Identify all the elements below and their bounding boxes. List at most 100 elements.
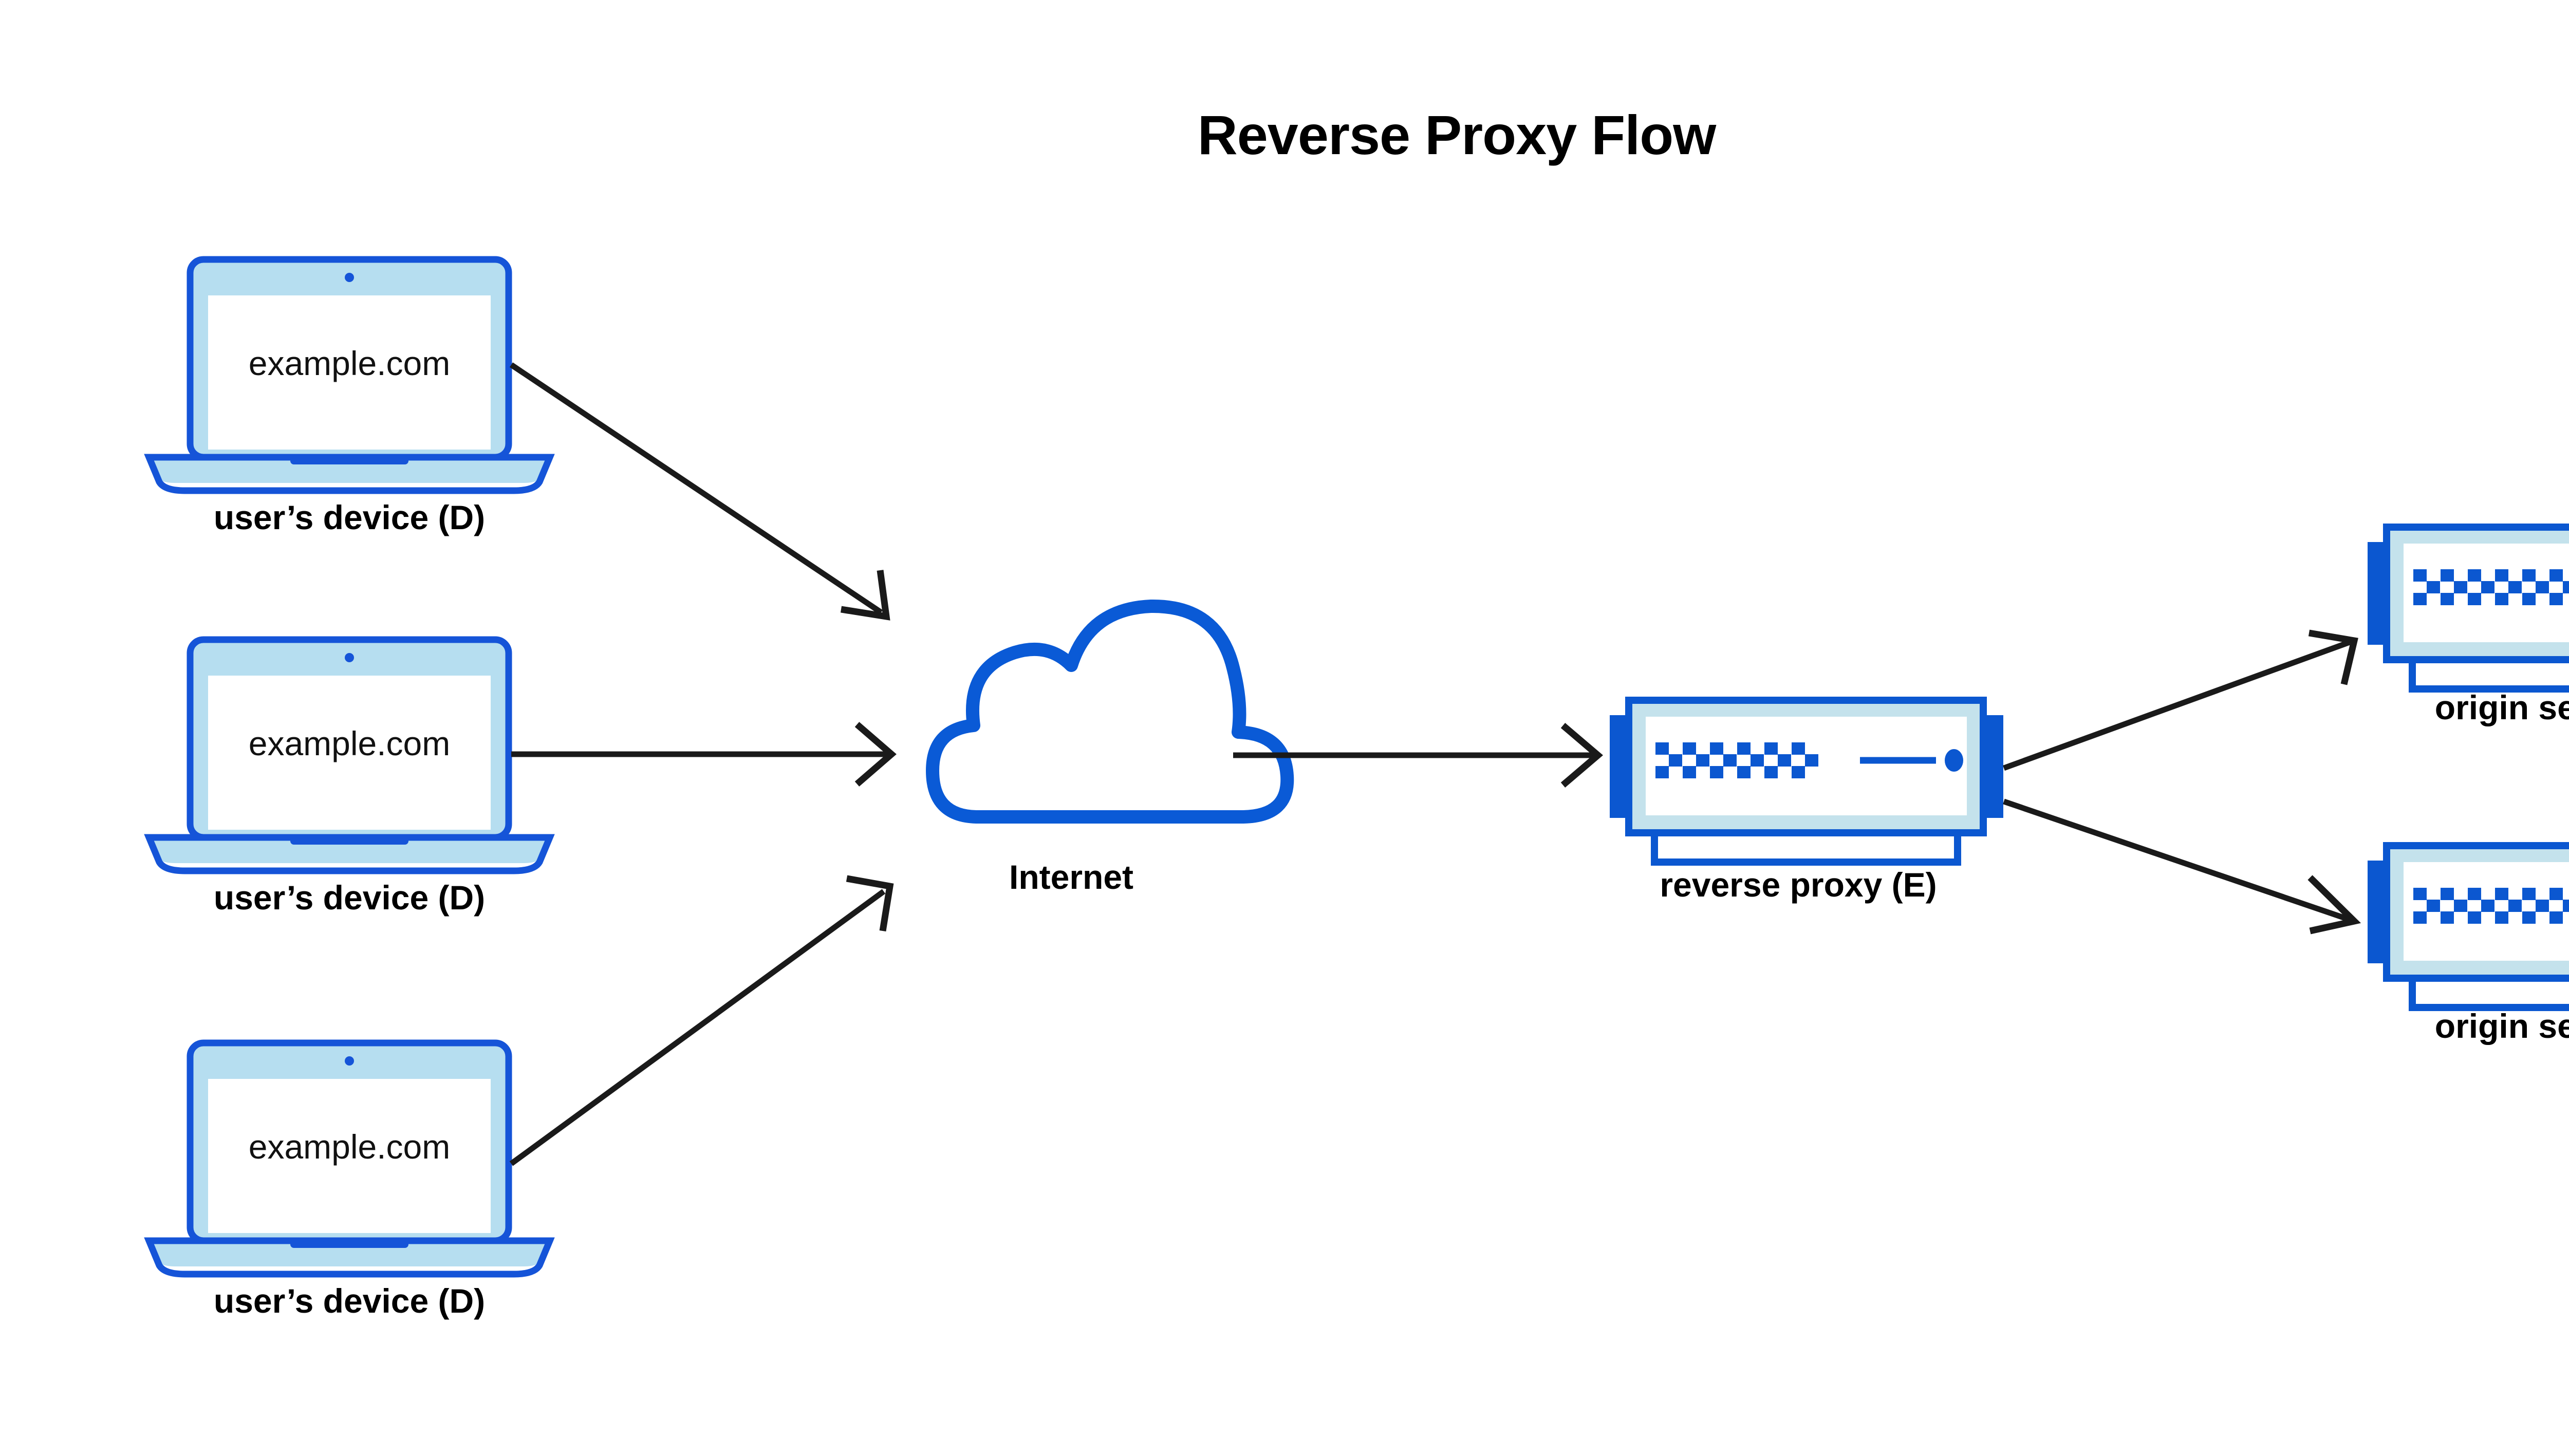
server-led-dot: [2536, 900, 2549, 912]
server-led-dot: [1792, 766, 1805, 778]
edge-arrowhead-icon: [2307, 875, 2361, 935]
server-body-outline: [2383, 842, 2569, 982]
server-foot: [1651, 833, 1961, 866]
server-led-dot: [2413, 569, 2427, 582]
server-led-dot: [1778, 754, 1791, 767]
server-foot: [2409, 978, 2569, 1011]
origin-server-label-1: origin server (F): [2435, 688, 2569, 726]
server-led-dot: [1683, 766, 1696, 778]
device-label-3: user’s device (D): [214, 1282, 485, 1320]
server-led-dot: [1737, 742, 1751, 755]
server-led-dot: [2441, 593, 2454, 605]
laptop-base-fill: [149, 837, 550, 863]
origin-server-node-2[interactable]: origin server (F): [2368, 842, 2569, 1045]
server-body-outline: [1625, 697, 1987, 836]
device-node-1[interactable]: example.com user’s device (D): [144, 256, 555, 536]
server-led-dot: [2563, 900, 2569, 912]
server-led-dot: [2549, 569, 2563, 582]
server-led-dot: [2495, 888, 2508, 900]
server-led-dot: [2468, 911, 2481, 924]
server-led-dot: [2563, 581, 2569, 593]
server-led-dot: [2522, 593, 2536, 605]
edge-arrowhead-icon: [2308, 629, 2358, 685]
edge-line: [2003, 639, 2351, 771]
edge-arrowhead-icon: [1560, 723, 1604, 788]
page-title: Reverse Proxy Flow: [1198, 104, 1717, 166]
server-led-dot: [2441, 888, 2454, 900]
server-led-dot: [2427, 581, 2440, 593]
server-led-dot: [2468, 593, 2481, 605]
laptop-base-fill: [149, 1241, 550, 1266]
server-led-dot: [2413, 593, 2427, 605]
device-node-2[interactable]: example.com user’s device (D): [144, 636, 555, 917]
webcam-dot-icon: [345, 273, 354, 282]
laptop-base-fill: [149, 457, 550, 483]
origin-server-label-2: origin server (F): [2435, 1007, 2569, 1045]
server-led-dot: [2441, 911, 2454, 924]
server-led-dot: [1792, 742, 1805, 755]
edge-internet-proxy: [1233, 723, 1604, 788]
server-led-dot: [1683, 742, 1696, 755]
server-led-dot: [2468, 569, 2481, 582]
edge-arrowhead-icon: [854, 722, 897, 787]
server-led-dot: [2549, 888, 2563, 900]
reverse-proxy-node[interactable]: reverse proxy (E): [1610, 697, 2003, 904]
server-led-dot: [2468, 888, 2481, 900]
edge-proxy-origin2: [2003, 798, 2361, 935]
server-led-dot: [2413, 888, 2427, 900]
edge-line: [2003, 798, 2351, 923]
laptop-base-outline: [144, 454, 555, 494]
edge-device2-internet: [511, 722, 897, 787]
laptop-screen: [208, 295, 491, 450]
server-led-dot: [2508, 900, 2522, 912]
server-led-dot: [2508, 581, 2522, 593]
server-led-dot: [2454, 900, 2467, 912]
laptop-trackpad-notch: [290, 836, 408, 845]
server-led-dot: [1723, 754, 1737, 767]
device-node-3[interactable]: example.com user’s device (D): [144, 1039, 555, 1320]
server-led-dot: [2413, 911, 2427, 924]
laptop-screen-text: example.com: [249, 344, 451, 382]
laptop-base-outline: [144, 834, 555, 874]
server-led-dot: [1737, 766, 1751, 778]
server-led-dot: [2522, 888, 2536, 900]
laptop-trackpad-notch: [290, 456, 408, 464]
server-led-dot: [1751, 754, 1764, 767]
server-led-dot: [2481, 581, 2494, 593]
edge-line: [509, 889, 886, 1166]
laptop-screen-text: example.com: [249, 1128, 451, 1166]
laptop-trackpad-notch: [290, 1240, 408, 1248]
edge-proxy-origin1: [2003, 629, 2358, 771]
laptop-base-outline: [144, 1237, 555, 1278]
webcam-dot-icon: [345, 1056, 354, 1066]
server-led-dot: [1655, 742, 1669, 755]
server-led-dot: [2427, 900, 2440, 912]
laptop-screen-text: example.com: [249, 724, 451, 762]
server-led-dot: [1710, 742, 1723, 755]
internet-node[interactable]: Internet: [926, 599, 1294, 896]
server-led-dot: [2481, 900, 2494, 912]
server-led-dot: [1710, 766, 1723, 778]
device-label-2: user’s device (D): [214, 879, 485, 917]
server-led-dot: [2522, 911, 2536, 924]
device-label-1: user’s device (D): [214, 498, 485, 536]
edge-line: [509, 362, 883, 615]
server-led-dot: [2454, 581, 2467, 593]
edge-device3-internet: [509, 875, 894, 1166]
server-led-dot: [1655, 766, 1669, 778]
server-led-dot: [1805, 754, 1818, 767]
edge-arrowhead-icon: [840, 570, 890, 621]
server-led-dot: [2495, 593, 2508, 605]
server-led-dot: [2549, 593, 2563, 605]
server-led-dot: [2495, 569, 2508, 582]
edge-device1-internet: [509, 362, 890, 621]
webcam-dot-icon: [345, 653, 354, 662]
cloud-icon: [926, 599, 1294, 824]
server-led-dot: [1764, 766, 1778, 778]
origin-server-node-1[interactable]: origin server (F): [2368, 524, 2569, 726]
server-led-dot: [2495, 911, 2508, 924]
server-power-indicator-icon: [1945, 749, 1963, 772]
server-led-dot: [2522, 569, 2536, 582]
